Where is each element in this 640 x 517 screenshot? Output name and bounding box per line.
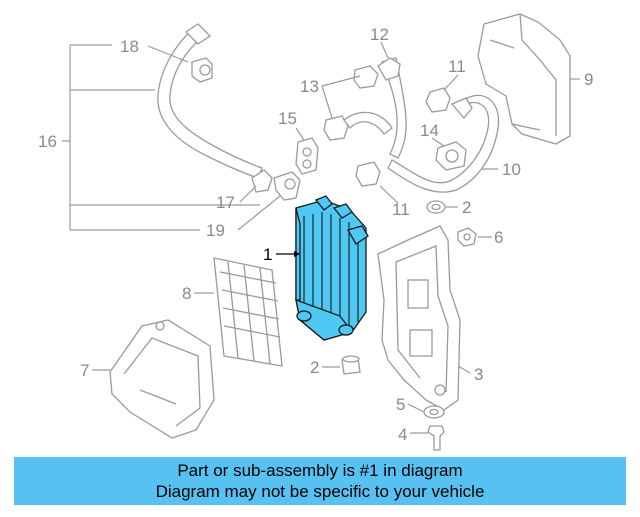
elbow-19[interactable] [273, 171, 301, 201]
callout-12: 12 [370, 25, 389, 44]
info-banner: Part or sub-assembly is #1 in diagram Di… [14, 457, 626, 505]
washer-5[interactable] [423, 405, 445, 419]
callout-3: 3 [474, 365, 483, 384]
callout-7: 7 [80, 361, 89, 380]
hose-12[interactable] [377, 57, 407, 159]
thermostat-14[interactable] [435, 141, 467, 171]
callout-2b: 2 [310, 358, 319, 377]
grommet-2b[interactable] [341, 355, 361, 375]
callout-19: 19 [206, 221, 225, 240]
callout-6: 6 [494, 228, 503, 247]
callout-11b: 11 [392, 200, 410, 219]
callout-10: 10 [502, 160, 521, 179]
middle-hose [343, 111, 393, 135]
connector-18[interactable] [191, 57, 213, 83]
bolt-4[interactable] [427, 425, 445, 451]
upper-hose [157, 23, 263, 179]
grommet-2[interactable] [426, 200, 446, 214]
callout-16: 16 [38, 132, 57, 151]
bracket-16 [62, 44, 260, 231]
clamp-13[interactable] [323, 65, 379, 141]
nut-6[interactable] [457, 227, 477, 247]
callout-17: 17 [216, 193, 235, 212]
connector-15[interactable] [295, 137, 319, 175]
callout-14: 14 [420, 121, 439, 140]
callout-15: 15 [278, 109, 297, 128]
clamp-11b[interactable] [355, 161, 381, 187]
clamp-11a[interactable] [425, 87, 451, 113]
support-frame-3[interactable] [377, 225, 461, 411]
leader-lines [92, 41, 580, 434]
banner-line-1: Part or sub-assembly is #1 in diagram [177, 461, 463, 480]
callout-18: 18 [120, 37, 139, 56]
callout-1: 1 [263, 245, 272, 264]
hose-10[interactable] [387, 94, 500, 193]
air-duct-7[interactable] [109, 319, 215, 439]
callout-2: 2 [462, 198, 471, 217]
fitting-17[interactable] [251, 169, 273, 193]
callout-4: 4 [398, 425, 407, 444]
callout-11a: 11 [448, 57, 466, 76]
banner-line-2: Diagram may not be specific to your vehi… [155, 482, 485, 501]
callout-9: 9 [584, 70, 593, 89]
grille-8[interactable] [213, 257, 283, 367]
callout-8: 8 [182, 284, 191, 303]
callout-13: 13 [300, 77, 319, 96]
callouts: 1 2 2 3 4 5 6 7 8 9 10 11 11 12 13 14 15… [38, 25, 593, 444]
callout-5: 5 [396, 395, 405, 414]
radiator-1-highlighted[interactable] [295, 195, 369, 341]
expansion-tank-9[interactable] [477, 13, 571, 145]
